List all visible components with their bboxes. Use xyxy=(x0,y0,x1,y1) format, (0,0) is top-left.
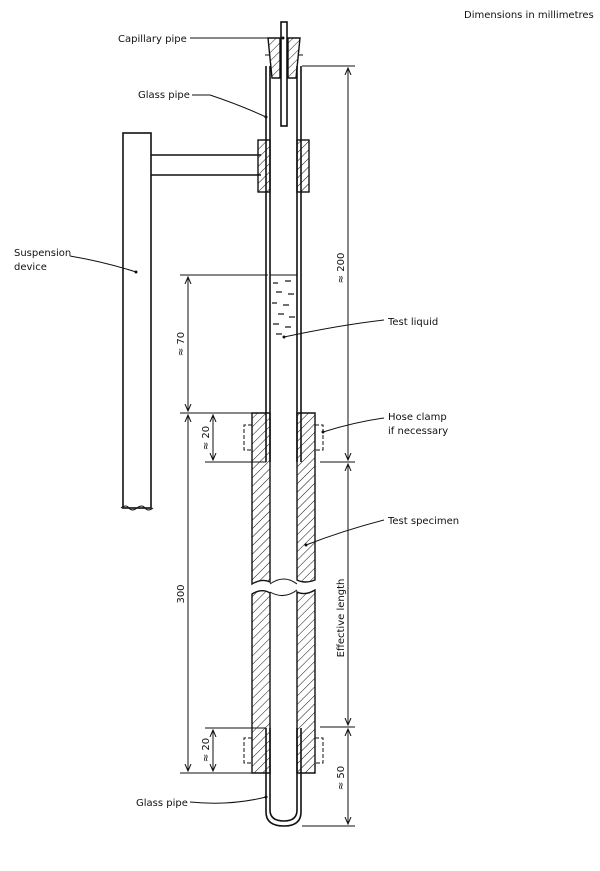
dimension-effective-length: Effective length xyxy=(320,464,355,728)
dimension-70: ≈ 70 xyxy=(176,274,268,414)
dimension-20-upper-label: ≈ 20 xyxy=(201,426,212,450)
dimension-50-label: ≈ 50 xyxy=(336,766,347,790)
label-test-liquid: Test liquid xyxy=(282,317,438,339)
test-liquid xyxy=(270,274,297,335)
dimension-20-lower-label: ≈ 20 xyxy=(201,738,212,762)
glass-pipe-top-label: Glass pipe xyxy=(138,90,190,101)
dimension-70-label: ≈ 70 xyxy=(176,332,187,356)
suspension-label-line2: device xyxy=(14,262,47,273)
hose-clamp-label-line1: Hose clamp xyxy=(388,412,447,423)
units-note: Dimensions in millimetres xyxy=(464,10,594,21)
dimension-200-label: ≈ 200 xyxy=(336,253,347,284)
label-capillary-pipe: Capillary pipe xyxy=(118,34,285,45)
label-glass-pipe-top: Glass pipe xyxy=(138,90,268,119)
dimension-20-lower: ≈ 20 xyxy=(201,727,266,771)
glass-pipe-bottom-label: Glass pipe xyxy=(136,798,188,809)
test-specimen xyxy=(251,412,316,774)
dimension-300: 300 xyxy=(176,415,252,774)
hose-clamp-lower xyxy=(243,737,324,764)
suspension-label-line1: Suspension xyxy=(14,248,71,259)
label-glass-pipe-bottom: Glass pipe xyxy=(136,795,268,809)
hose-clamp-upper xyxy=(243,424,324,451)
dimension-50: ≈ 50 xyxy=(302,729,355,827)
test-specimen-label: Test specimen xyxy=(387,516,459,527)
label-hose-clamp: Hose clamp if necessary xyxy=(321,412,448,437)
glass-pipe-upper xyxy=(265,66,302,462)
capillary-pipe-label: Capillary pipe xyxy=(118,34,187,45)
dimension-20-upper: ≈ 20 xyxy=(201,415,266,463)
suspension-device xyxy=(120,132,261,511)
effective-length-label: Effective length xyxy=(336,579,347,658)
dimension-300-label: 300 xyxy=(176,584,187,603)
holder-clamp xyxy=(257,139,310,193)
label-suspension-device: Suspension device xyxy=(14,248,138,274)
glass-pipe-lower xyxy=(265,728,302,827)
dimension-200: ≈ 200 xyxy=(302,65,355,463)
hose-clamp-label-line2: if necessary xyxy=(388,426,448,437)
test-liquid-label: Test liquid xyxy=(387,317,438,328)
label-test-specimen: Test specimen xyxy=(304,516,459,547)
capillary-pipe xyxy=(280,21,288,127)
